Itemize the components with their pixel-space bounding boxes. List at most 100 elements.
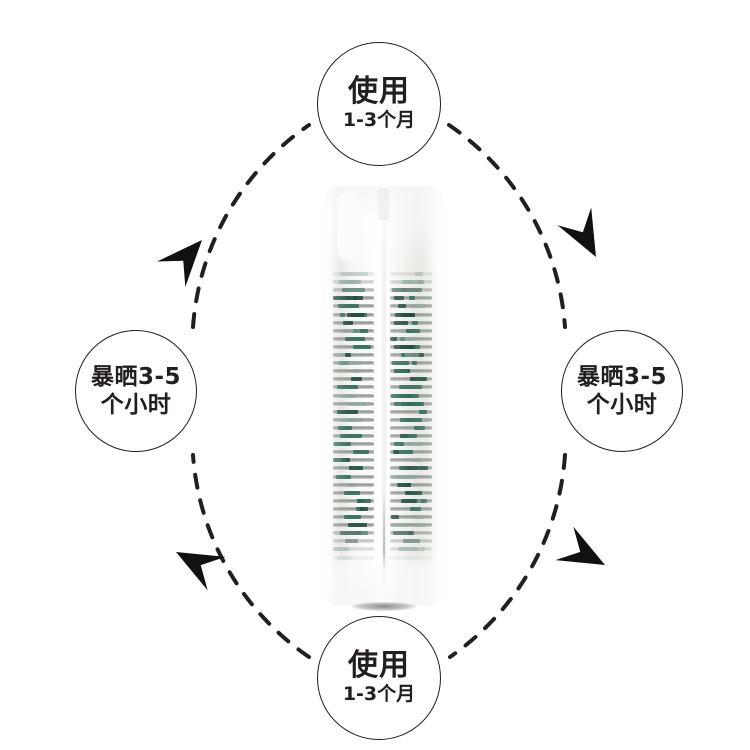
vent-slit (390, 304, 432, 309)
vent-slit-opening (390, 272, 432, 276)
arc-bottom-to-left (191, 453, 311, 659)
node-use-bottom[interactable]: 使用 1-3个月 (317, 616, 441, 740)
vent-slit (333, 515, 374, 519)
granule-speck (393, 296, 405, 301)
granule-speck (348, 523, 368, 528)
granule-speck (340, 531, 361, 536)
granule-speck (353, 369, 361, 374)
granule-speck (333, 458, 347, 463)
granule-speck (351, 377, 363, 382)
granule-speck (403, 539, 421, 544)
granule-speck (411, 401, 425, 406)
granule-speck (347, 312, 365, 317)
vent-slit (333, 474, 374, 479)
granule-speck (408, 296, 415, 301)
vent-slit (390, 531, 432, 536)
vent-slit (390, 344, 432, 349)
node-use-bottom-sub: 1-3个月 (342, 683, 416, 706)
vent-slit (390, 280, 432, 285)
granule-speck (409, 506, 421, 511)
vent-slit (333, 434, 374, 438)
vent-slit (333, 409, 374, 414)
granule-speck (338, 280, 361, 285)
vent-slit (333, 344, 374, 349)
vent-slit (390, 442, 432, 447)
granule-speck (401, 312, 415, 317)
granule-speck (402, 280, 417, 285)
granule-speck (395, 336, 416, 341)
granule-speck (343, 320, 353, 325)
granule-speck (393, 450, 399, 455)
granule-speck (410, 377, 428, 382)
vent-slit (333, 466, 374, 471)
granule-speck (344, 515, 361, 519)
vent-slit (333, 393, 374, 398)
granule-speck (399, 466, 406, 471)
granule-speck (408, 304, 427, 309)
vent-slit (333, 498, 374, 503)
node-use-top[interactable]: 使用 1-3个月 (317, 42, 441, 166)
granule-speck (415, 272, 424, 276)
vent-slit (333, 312, 374, 317)
vent-slit (390, 296, 432, 301)
granule-speck (411, 361, 418, 366)
vent-slit (390, 434, 432, 438)
granule-speck (412, 523, 426, 528)
node-sun-right[interactable]: 暴晒3-5 个小时 (561, 330, 683, 452)
granule-speck (393, 531, 414, 536)
vent-slit (333, 531, 374, 536)
granule-speck (394, 369, 408, 374)
granule-speck (347, 361, 362, 366)
granule-speck (399, 417, 422, 422)
node-sun-left[interactable]: 暴晒3-5 个小时 (75, 330, 197, 452)
granule-speck (359, 506, 369, 511)
granule-speck (416, 280, 424, 285)
vent-slit (390, 506, 432, 511)
vent-slit (390, 336, 432, 341)
granule-speck (412, 547, 420, 552)
granule-speck (394, 442, 405, 447)
vent-slit (390, 361, 432, 366)
vent-slit (333, 353, 374, 357)
vent-slit (333, 450, 374, 455)
granule-speck (333, 547, 350, 552)
vent-slit (333, 369, 374, 374)
granule-speck (396, 474, 418, 479)
vent-slit (390, 450, 432, 455)
granule-speck (348, 272, 369, 276)
vent-slit (390, 523, 432, 528)
granule-speck (399, 385, 422, 390)
granule-speck (339, 312, 346, 317)
vent-slit (333, 320, 374, 325)
granule-speck (336, 385, 359, 390)
node-use-top-main: 使用 (348, 73, 410, 109)
vent-slit (390, 458, 432, 463)
vent-slit-opening (333, 320, 374, 325)
vent-slit-opening (390, 425, 432, 430)
vent-slit (333, 523, 374, 528)
granule-speck (344, 288, 366, 293)
vent-slit (390, 385, 432, 390)
granule-speck (338, 425, 352, 430)
vent-slit (390, 312, 432, 317)
vent-slit (390, 539, 432, 544)
granule-speck (392, 361, 410, 366)
vent-column-right (390, 266, 436, 566)
vent-slit (390, 474, 432, 479)
granule-speck (400, 498, 418, 503)
vent-slit (333, 547, 374, 552)
vent-slit (390, 369, 432, 374)
granule-speck (349, 401, 368, 406)
node-sun-left-line2: 个小时 (100, 392, 172, 418)
granule-speck (397, 547, 412, 552)
vent-slit (390, 425, 432, 430)
dehumidifier-cartridge-image (324, 186, 444, 611)
granule-speck (405, 353, 420, 357)
vent-slit (390, 401, 432, 406)
granule-speck (412, 458, 422, 463)
granule-speck (398, 482, 412, 487)
arrow-upper-left (157, 240, 202, 287)
granule-speck (405, 434, 417, 438)
granule-speck (339, 434, 362, 438)
vent-slit-opening (390, 458, 432, 463)
